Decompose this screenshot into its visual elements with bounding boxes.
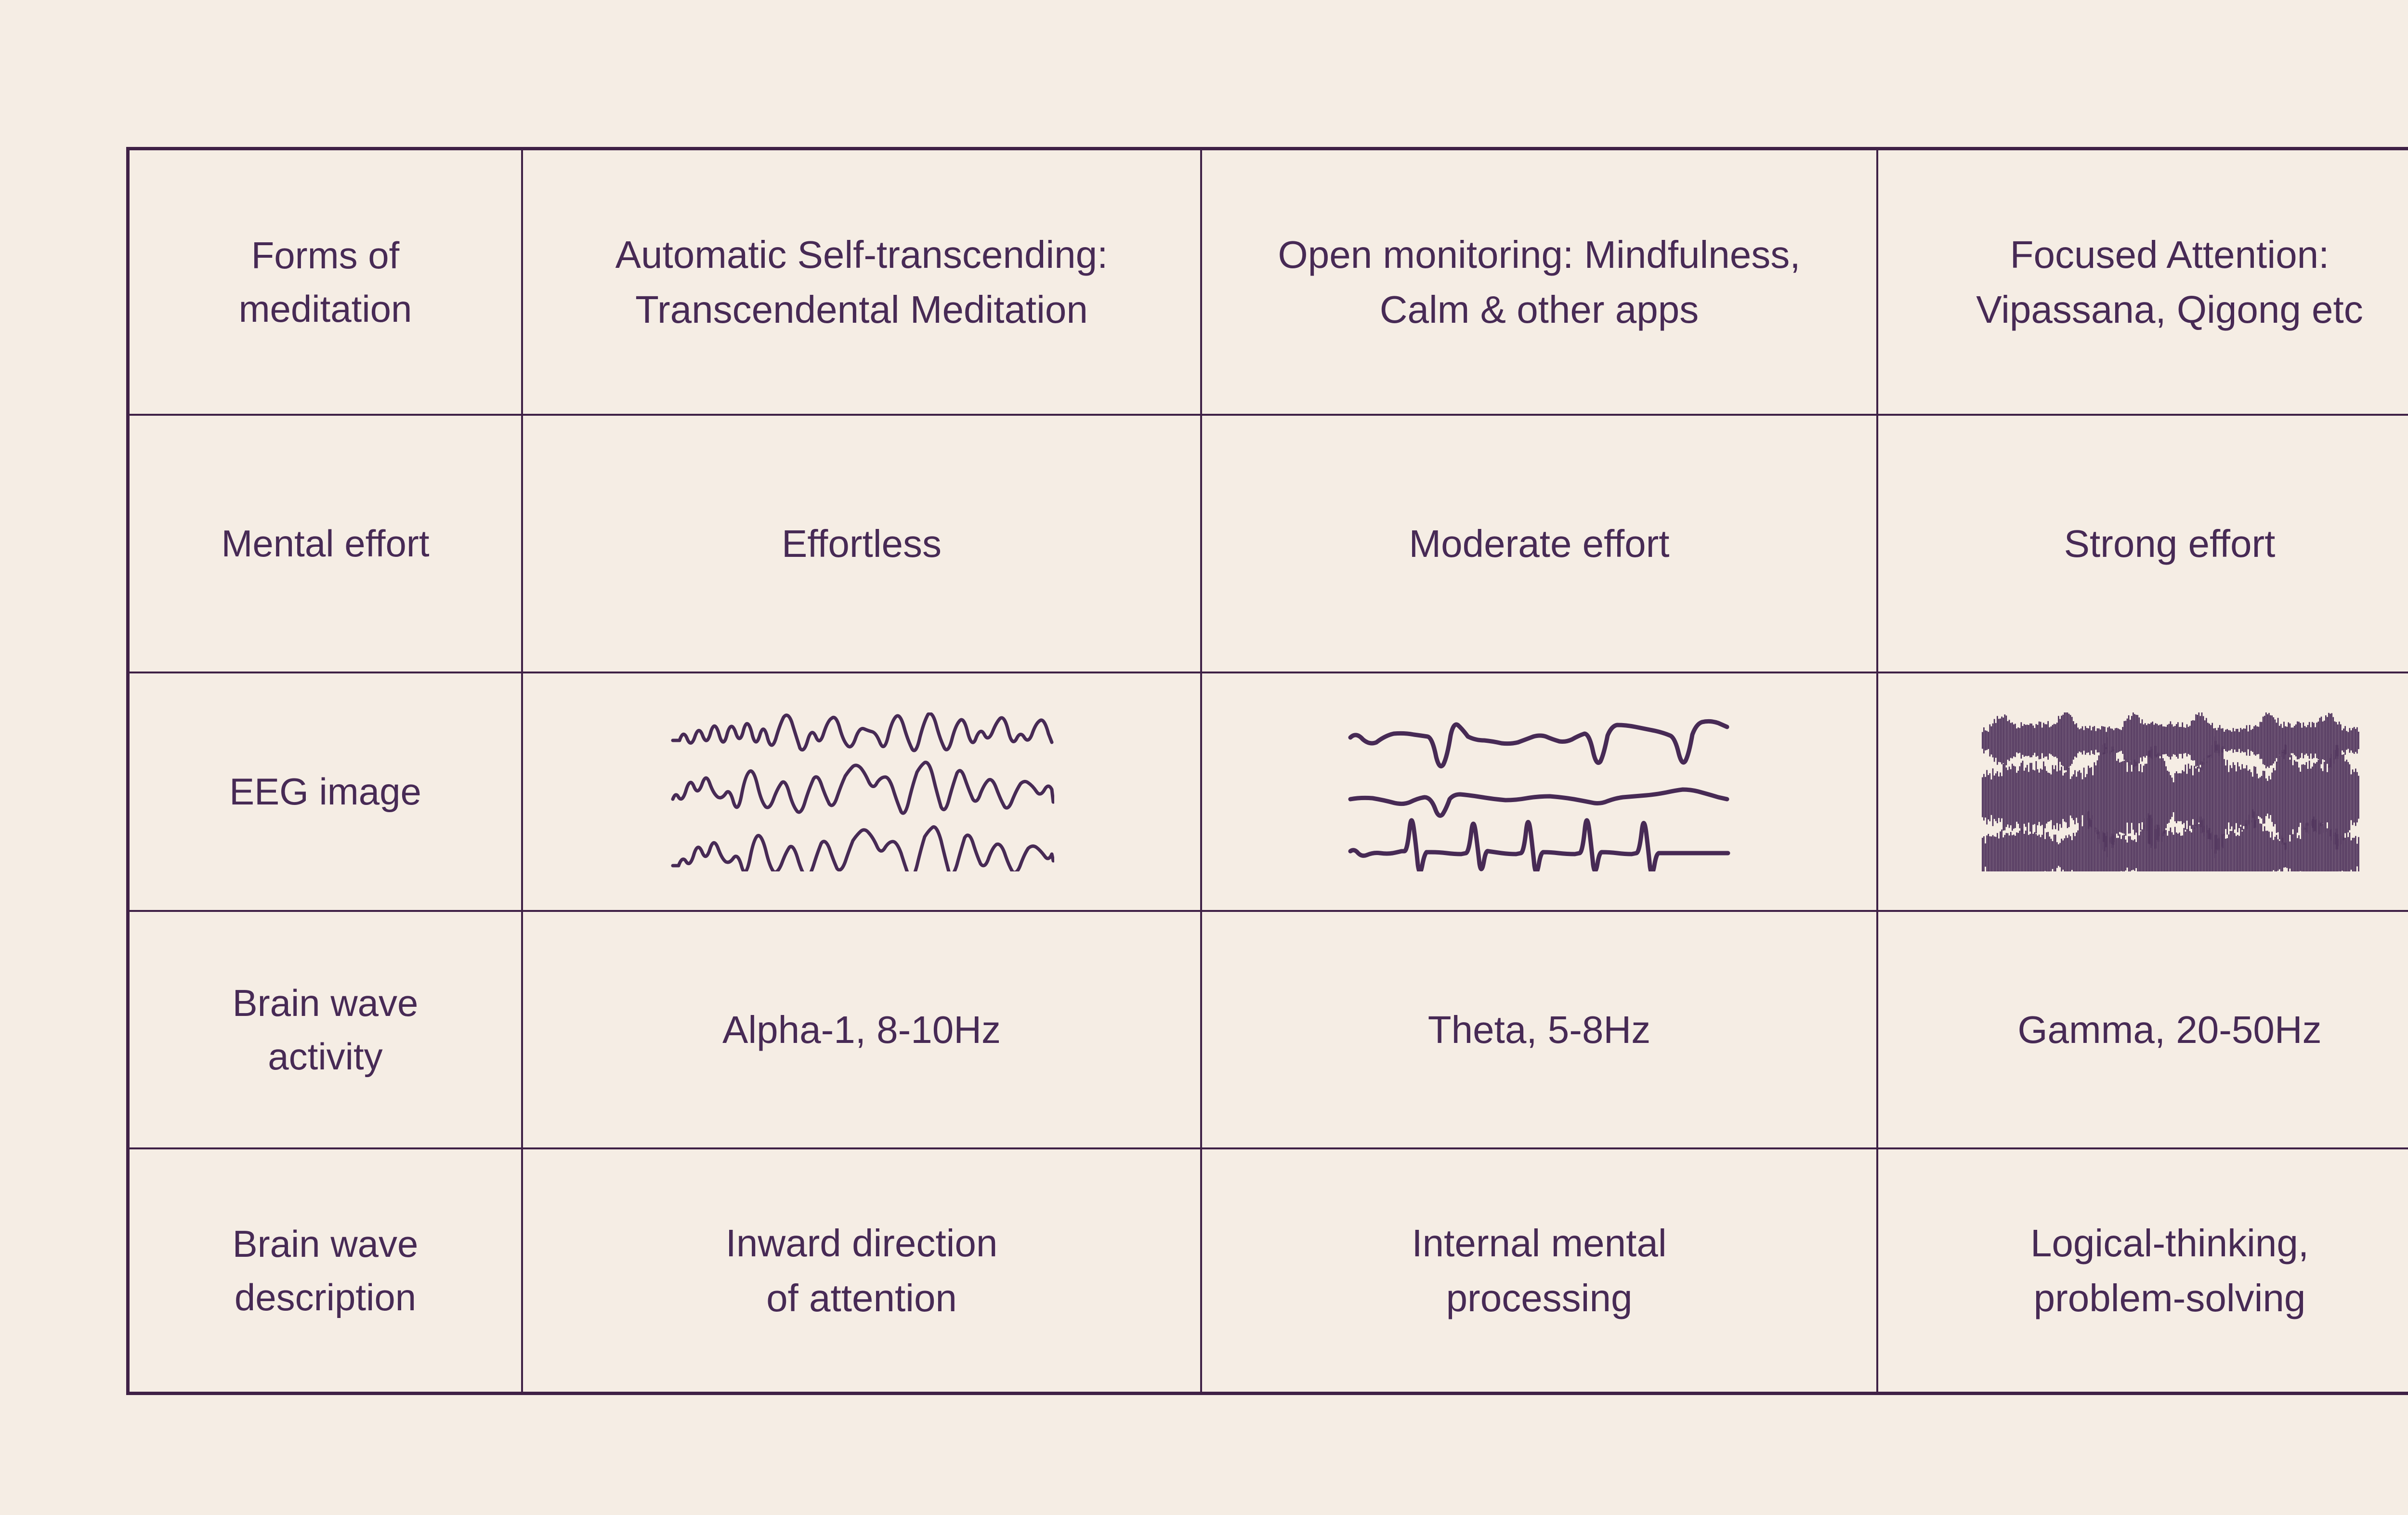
cell-brain-wave-description-automatic-line1: Inward direction (725, 1221, 998, 1265)
cell-eeg-alpha (523, 673, 1202, 912)
header-col-1-line1: Automatic Self-transcending: (615, 233, 1108, 276)
row-label-brain-wave-activity: Brain wave activity (130, 912, 523, 1149)
header-row-label-line1: Forms of (251, 234, 400, 277)
meditation-comparison-table: Forms of meditation Automatic Self-trans… (126, 147, 2408, 1395)
row-label-brain-wave-description-line1: Brain wave (232, 1222, 419, 1265)
cell-brain-wave-activity-focused-text: Gamma, 20-50Hz (2017, 1008, 2322, 1051)
row-label-brain-wave-description-line2: description (234, 1276, 417, 1318)
row-label-brain-wave-description: Brain wave description (130, 1149, 523, 1392)
row-label-brain-wave-activity-line2: activity (268, 1035, 383, 1078)
cell-brain-wave-description-open-monitoring: Internal mental processing (1202, 1149, 1878, 1392)
cell-brain-wave-description-focused-line2: problem-solving (2033, 1276, 2306, 1319)
cell-brain-wave-activity-automatic: Alpha-1, 8-10Hz (523, 912, 1202, 1149)
cell-brain-wave-description-focused: Logical-thinking, problem-solving (1878, 1149, 2408, 1392)
cell-brain-wave-description-automatic-line2: of attention (766, 1276, 957, 1319)
row-label-eeg-image: EEG image (130, 673, 523, 912)
header-col-2-line1: Open monitoring: Mindfulness, (1278, 233, 1801, 276)
cell-mental-effort-open-monitoring-text: Moderate effort (1409, 522, 1670, 565)
cell-mental-effort-automatic: Effortless (523, 416, 1202, 673)
row-label-eeg-image-line1: EEG image (229, 770, 421, 813)
cell-brain-wave-activity-open-monitoring-text: Theta, 5-8Hz (1427, 1008, 1651, 1051)
cell-mental-effort-open-monitoring: Moderate effort (1202, 416, 1878, 673)
cell-eeg-theta (1202, 673, 1878, 912)
cell-brain-wave-activity-open-monitoring: Theta, 5-8Hz (1202, 912, 1878, 1149)
header-row-label-line2: meditation (238, 287, 412, 330)
header-col-automatic-self-transcending: Automatic Self-transcending: Transcenden… (523, 150, 1202, 416)
header-row-label: Forms of meditation (130, 150, 523, 416)
cell-brain-wave-description-focused-line1: Logical-thinking, (2030, 1221, 2309, 1265)
cell-brain-wave-description-automatic: Inward direction of attention (523, 1149, 1202, 1392)
theta-waveform-icon (1216, 712, 1863, 871)
header-col-open-monitoring: Open monitoring: Mindfulness, Calm & oth… (1202, 150, 1878, 416)
row-label-mental-effort: Mental effort (130, 416, 523, 673)
header-col-2-line2: Calm & other apps (1379, 288, 1699, 331)
cell-brain-wave-activity-focused: Gamma, 20-50Hz (1878, 912, 2408, 1149)
header-col-1-line2: Transcendental Meditation (635, 288, 1088, 331)
cell-brain-wave-description-open-monitoring-line2: processing (1446, 1276, 1633, 1319)
cell-brain-wave-activity-automatic-text: Alpha-1, 8-10Hz (722, 1008, 1001, 1051)
row-label-brain-wave-activity-line1: Brain wave (232, 981, 419, 1024)
alpha-waveform-icon (537, 712, 1187, 871)
cell-mental-effort-automatic-text: Effortless (782, 522, 942, 565)
header-col-3-line1: Focused Attention: (2010, 233, 2329, 276)
gamma-waveform-icon (1892, 712, 2408, 871)
row-label-mental-effort-line1: Mental effort (221, 522, 430, 565)
cell-mental-effort-focused: Strong effort (1878, 416, 2408, 673)
cell-eeg-gamma (1878, 673, 2408, 912)
cell-mental-effort-focused-text: Strong effort (2064, 522, 2276, 565)
cell-brain-wave-description-open-monitoring-line1: Internal mental (1412, 1221, 1667, 1265)
header-col-focused-attention: Focused Attention: Vipassana, Qigong etc (1878, 150, 2408, 416)
header-col-3-line2: Vipassana, Qigong etc (1976, 288, 2363, 331)
